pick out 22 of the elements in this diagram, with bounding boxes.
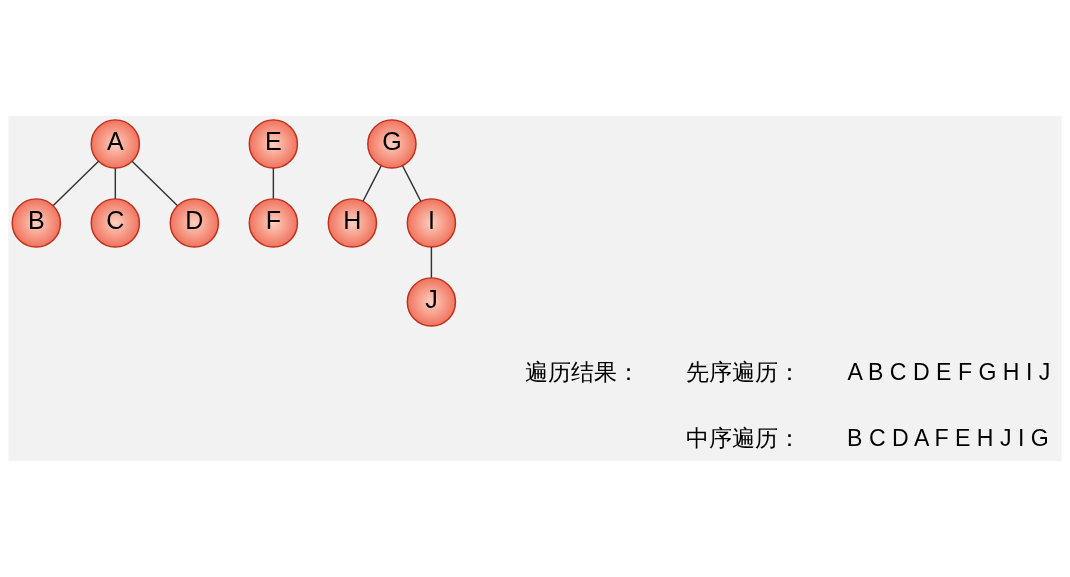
label: 先序遍历： xyxy=(686,359,802,386)
connector xyxy=(401,165,422,202)
node-circle: D xyxy=(169,198,220,248)
node-circle: J xyxy=(406,277,457,327)
connector xyxy=(272,167,275,200)
node-circle: A xyxy=(90,119,141,169)
connector xyxy=(52,160,100,207)
node-circle: B xyxy=(11,198,62,248)
connector xyxy=(430,246,433,279)
node-circle: I xyxy=(406,198,457,248)
label: A B C D E F G H I J xyxy=(847,359,1051,386)
connector xyxy=(131,160,179,207)
node-circle: G xyxy=(367,119,417,169)
label: B C D A F E H J I G xyxy=(847,424,1049,451)
label: 遍历结果： xyxy=(525,359,641,386)
connector xyxy=(114,167,117,200)
node-circle: E xyxy=(248,119,299,169)
label: 中序遍历： xyxy=(686,424,802,451)
node-circle: C xyxy=(90,198,141,248)
node-circle: F xyxy=(248,198,299,248)
node-circle: H xyxy=(327,198,378,248)
connector xyxy=(362,165,382,202)
